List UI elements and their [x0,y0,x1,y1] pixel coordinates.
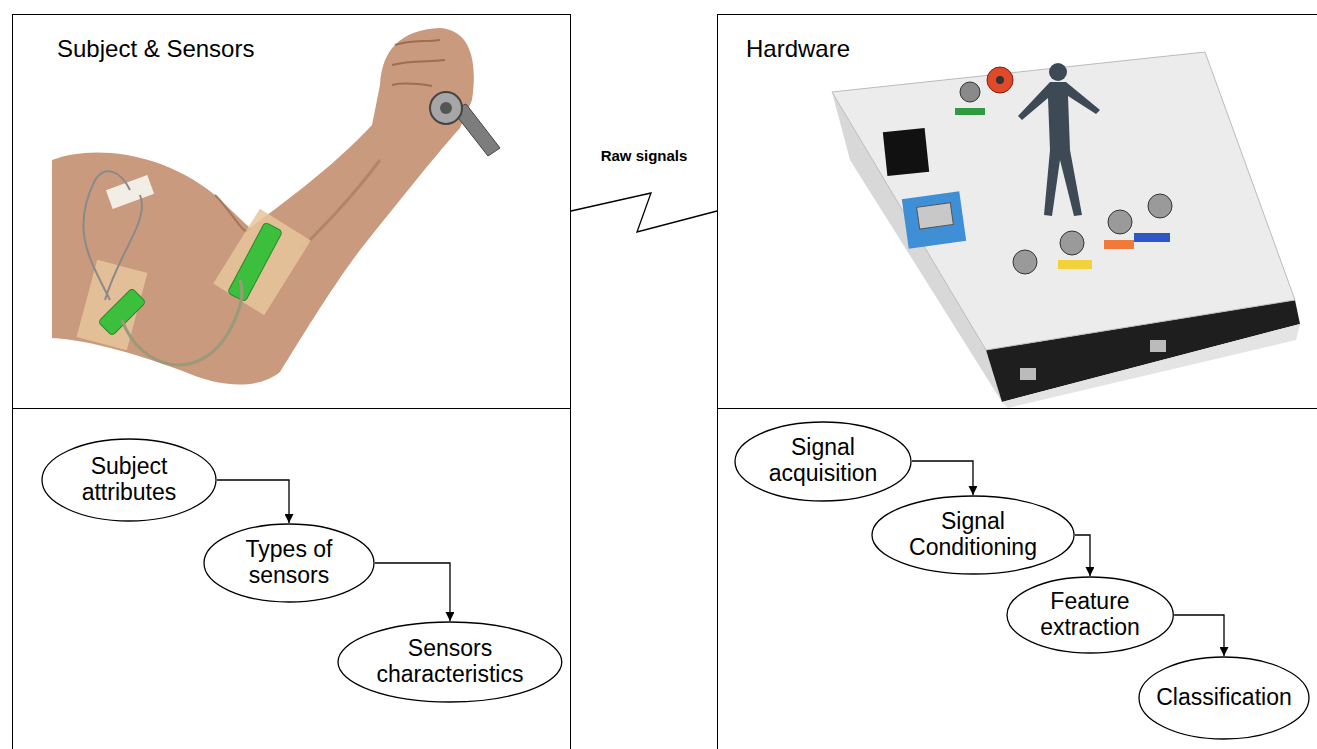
vein [300,160,380,250]
process-oval: Signal Conditioning [871,495,1075,575]
tape [106,175,154,209]
flow-arrow [912,461,973,495]
edge-label: Raw signals [599,146,690,165]
arm-crease [215,195,250,231]
tape-mark [955,108,985,115]
usb-port [917,203,954,230]
display [883,128,929,176]
panel-title: Hardware [746,35,850,63]
process-oval: Subject attributes [41,438,217,522]
process-oval: Sensors characteristics [337,621,563,703]
oval-label: Subject attributes [82,454,177,506]
oval-shape [872,496,1074,574]
wire [83,171,130,300]
flow-arrow [1075,535,1090,576]
jack [960,82,980,102]
tape-mark [1058,260,1092,269]
panel-line [12,408,13,749]
handle [430,92,462,124]
signal-link [571,193,717,232]
oval-shape [1139,657,1309,739]
arm [52,28,474,385]
oval-label: Signal acquisition [769,435,878,487]
oval-shape [735,422,911,501]
wire [122,280,242,365]
flow-arrow [1174,615,1224,656]
jacks [1013,194,1172,274]
usb-patch [902,191,966,249]
tape-mark [1104,240,1134,249]
arm-photo [52,28,500,385]
oval-shape [42,439,216,521]
oval-label: Types of sensors [239,537,339,589]
jack [987,67,1013,93]
section-lines [13,408,718,749]
oval-label: Signal Conditioning [909,509,1037,561]
oval-shape [204,524,374,602]
panel-title: Subject & Sensors [57,35,254,63]
hardware-photo [832,52,1300,408]
tape-mark [1134,233,1170,242]
panel-line [717,408,718,749]
panel-box: Subject & Sensors [12,14,571,409]
panel-line [570,408,571,749]
process-oval: Classification [1138,656,1310,740]
flow-arrow [375,563,450,621]
body-figure [1018,63,1100,216]
process-oval: Types of sensors [203,523,375,603]
oval-shape [338,622,562,702]
tape [77,260,148,351]
tape [213,209,311,315]
oval-label: Sensors characteristics [377,636,524,688]
wire [105,195,142,300]
sensor [227,222,282,302]
box-top [832,52,1295,350]
box-opening [1150,340,1166,352]
oval-label: Feature extraction [1040,589,1140,641]
box-opening [1020,368,1036,380]
sensor [98,288,146,336]
jack-hole [996,76,1004,84]
handle-core [440,102,452,114]
knuckles [392,40,445,86]
process-oval: Signal acquisition [734,421,912,502]
oval-shape [1007,577,1173,653]
process-oval: Feature extraction [1006,576,1174,654]
oval-label: Classification [1156,685,1292,711]
flow-arrow [217,480,289,523]
panel-box: Hardware [717,14,1317,409]
